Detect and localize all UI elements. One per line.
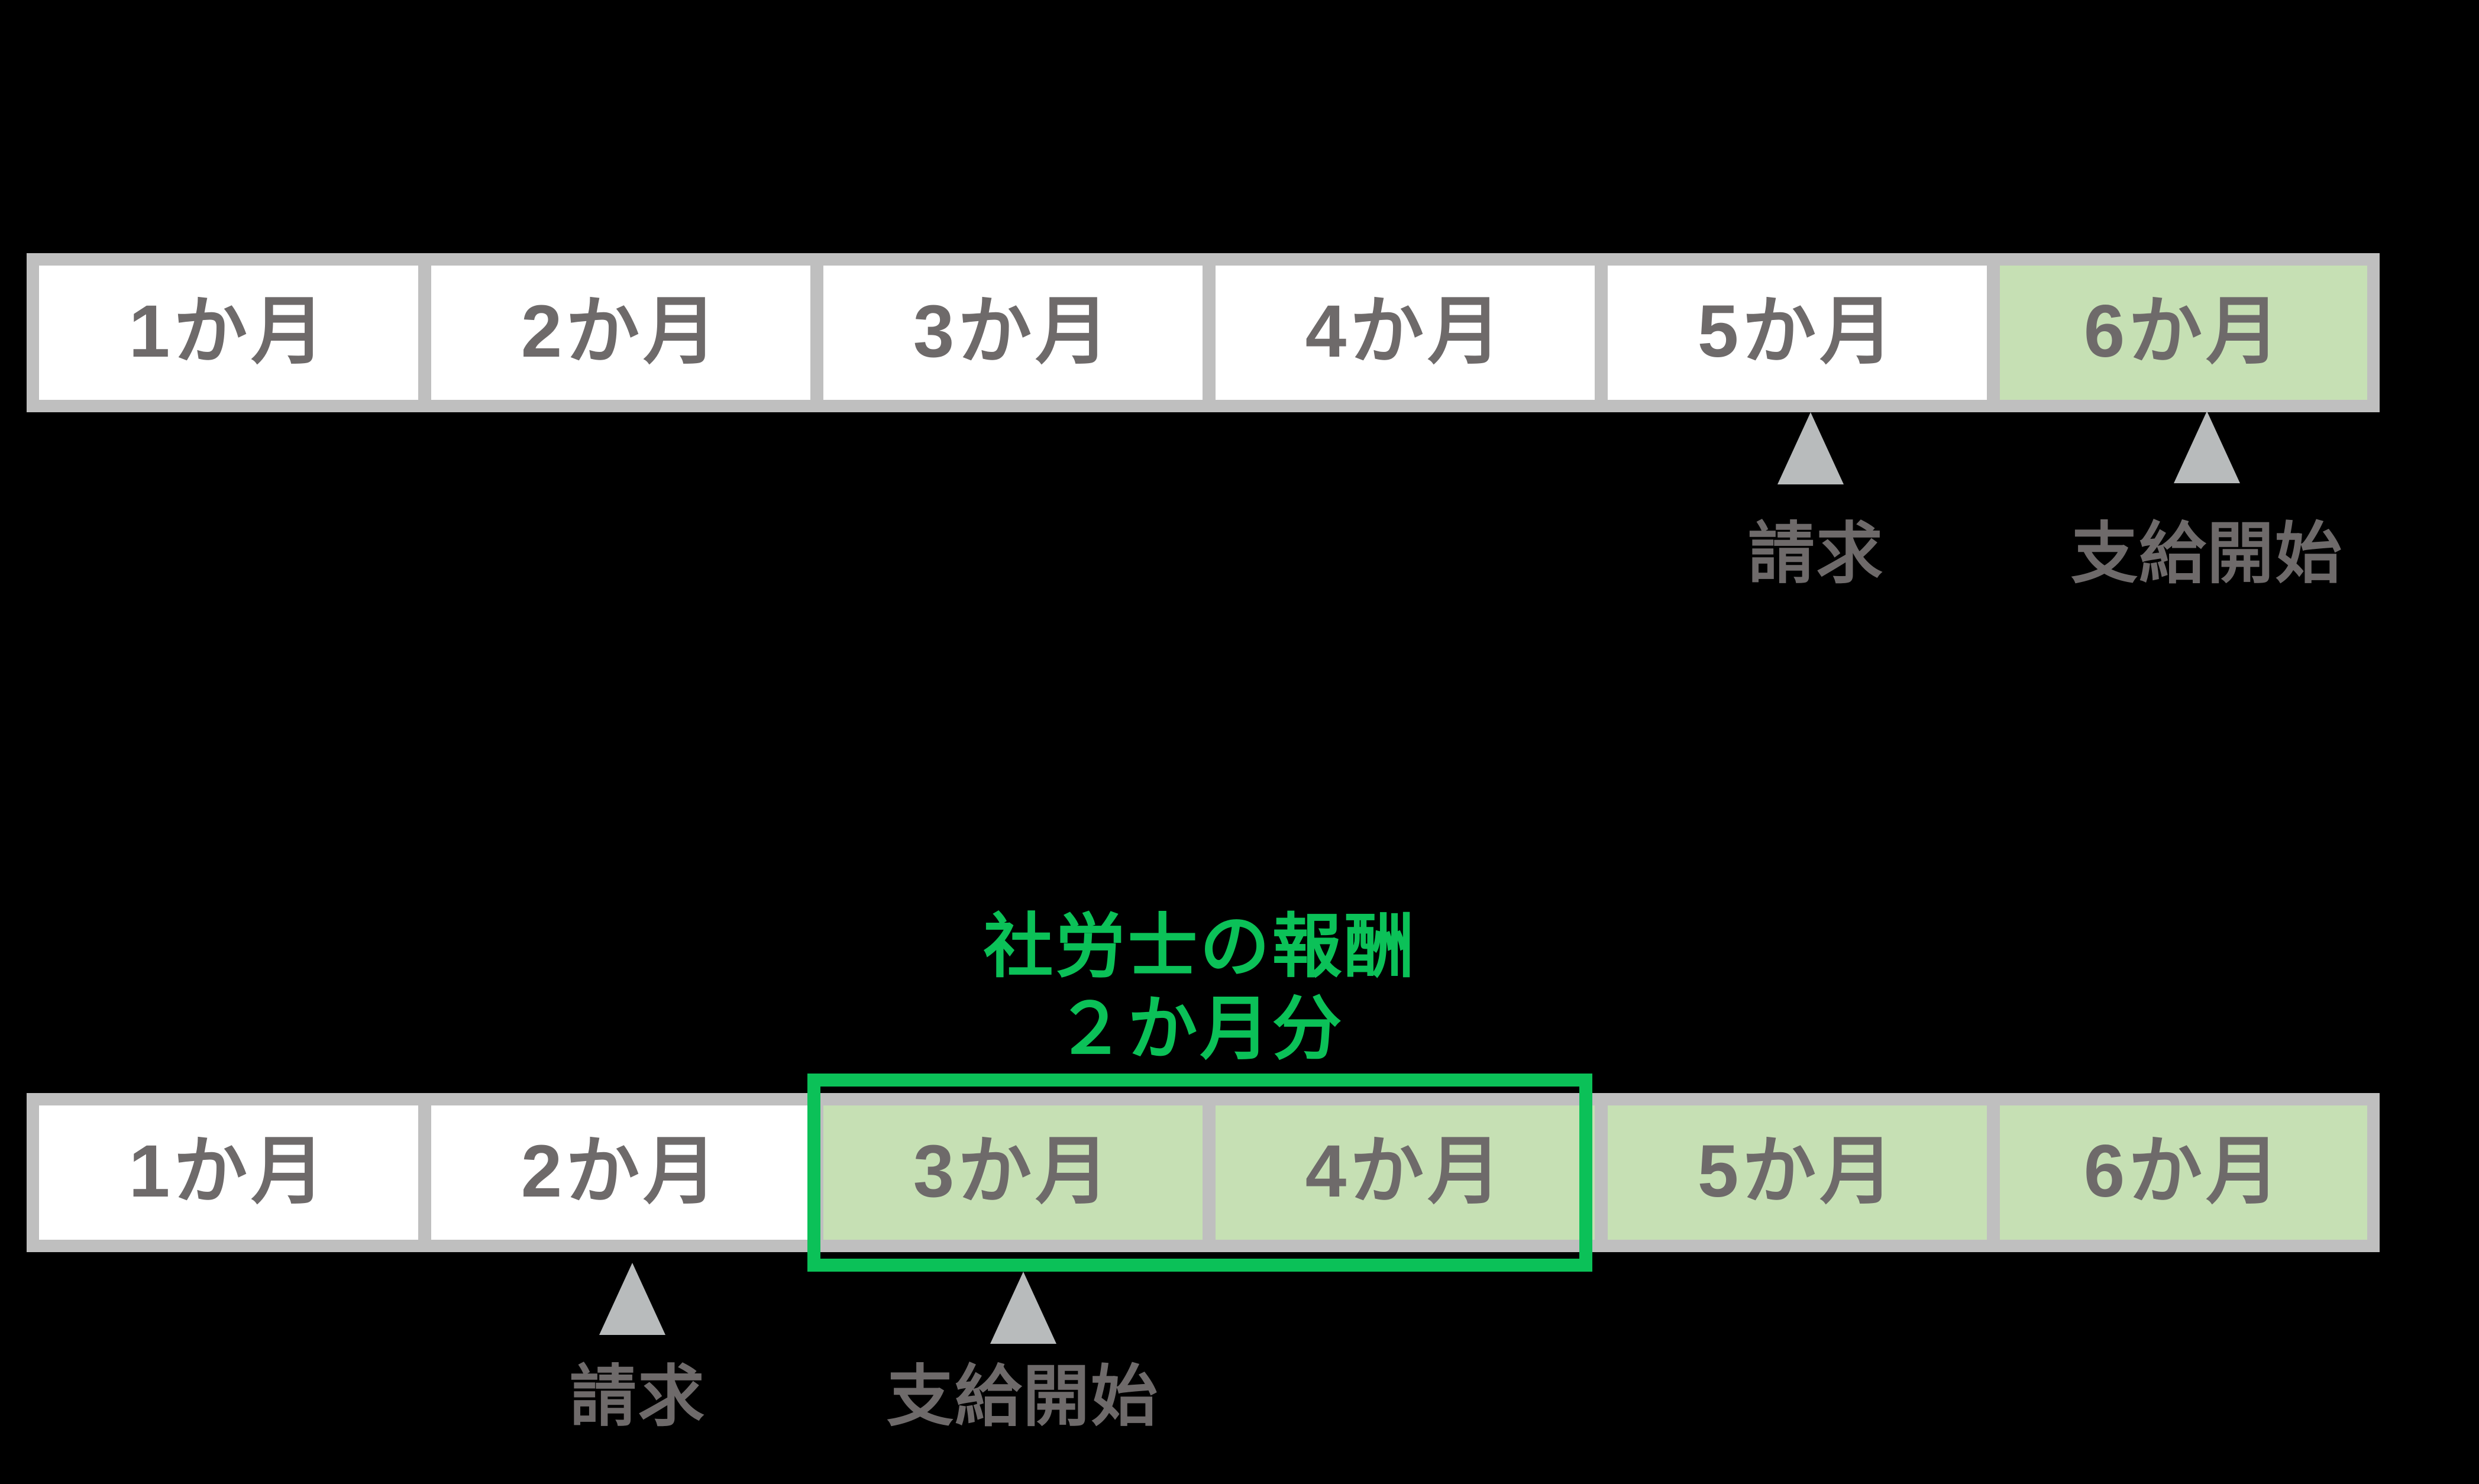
month-label: 3か月 — [913, 290, 1113, 373]
month-box-3: 3か月 — [811, 253, 1215, 412]
marker-label-payment-start: 支給開始 — [887, 1359, 1159, 1434]
fee-period-outline — [807, 1074, 1592, 1272]
fee-caption: 社労士の報酬 ２か月分 — [807, 906, 1592, 1071]
month-box-6-highlighted: 6か月 — [1987, 253, 2380, 412]
month-label: 2か月 — [521, 1130, 721, 1213]
month-box-2: 2か月 — [419, 1093, 823, 1252]
marker-label-payment-start: 支給開始 — [2071, 516, 2343, 591]
month-label: 4か月 — [1305, 1130, 1505, 1213]
fee-caption-line2: ２か月分 — [1055, 990, 1344, 1069]
marker-label-claim: 請求 — [570, 1359, 706, 1434]
month-label: 4か月 — [1305, 290, 1505, 373]
arrow-up-marker-icon — [990, 1272, 1056, 1344]
month-label: 1か月 — [128, 290, 329, 373]
month-label: 1か月 — [128, 1130, 329, 1213]
month-box-1: 1か月 — [27, 1093, 431, 1252]
month-label: 3か月 — [913, 1130, 1113, 1213]
month-box-6-highlighted: 6か月 — [1987, 1093, 2380, 1252]
marker-label-claim: 請求 — [1748, 516, 1884, 591]
arrow-up-marker-icon — [599, 1263, 665, 1335]
arrow-up-marker-icon — [2174, 411, 2240, 483]
month-box-4: 4か月 — [1203, 253, 1607, 412]
arrow-up-marker-icon — [1777, 412, 1844, 484]
month-box-2: 2か月 — [419, 253, 823, 412]
month-label: 2か月 — [521, 290, 721, 373]
month-label: 6か月 — [2083, 290, 2284, 373]
month-label: 5か月 — [1697, 290, 1898, 373]
month-box-5-highlighted: 5か月 — [1595, 1093, 1999, 1252]
fee-caption-line1: 社労士の報酬 — [983, 908, 1417, 986]
month-label: 5か月 — [1697, 1130, 1898, 1213]
month-box-4-highlighted: 4か月 — [1203, 1093, 1607, 1252]
month-box-1: 1か月 — [27, 253, 431, 412]
month-label: 6か月 — [2083, 1130, 2284, 1213]
month-box-5: 5か月 — [1595, 253, 1999, 412]
